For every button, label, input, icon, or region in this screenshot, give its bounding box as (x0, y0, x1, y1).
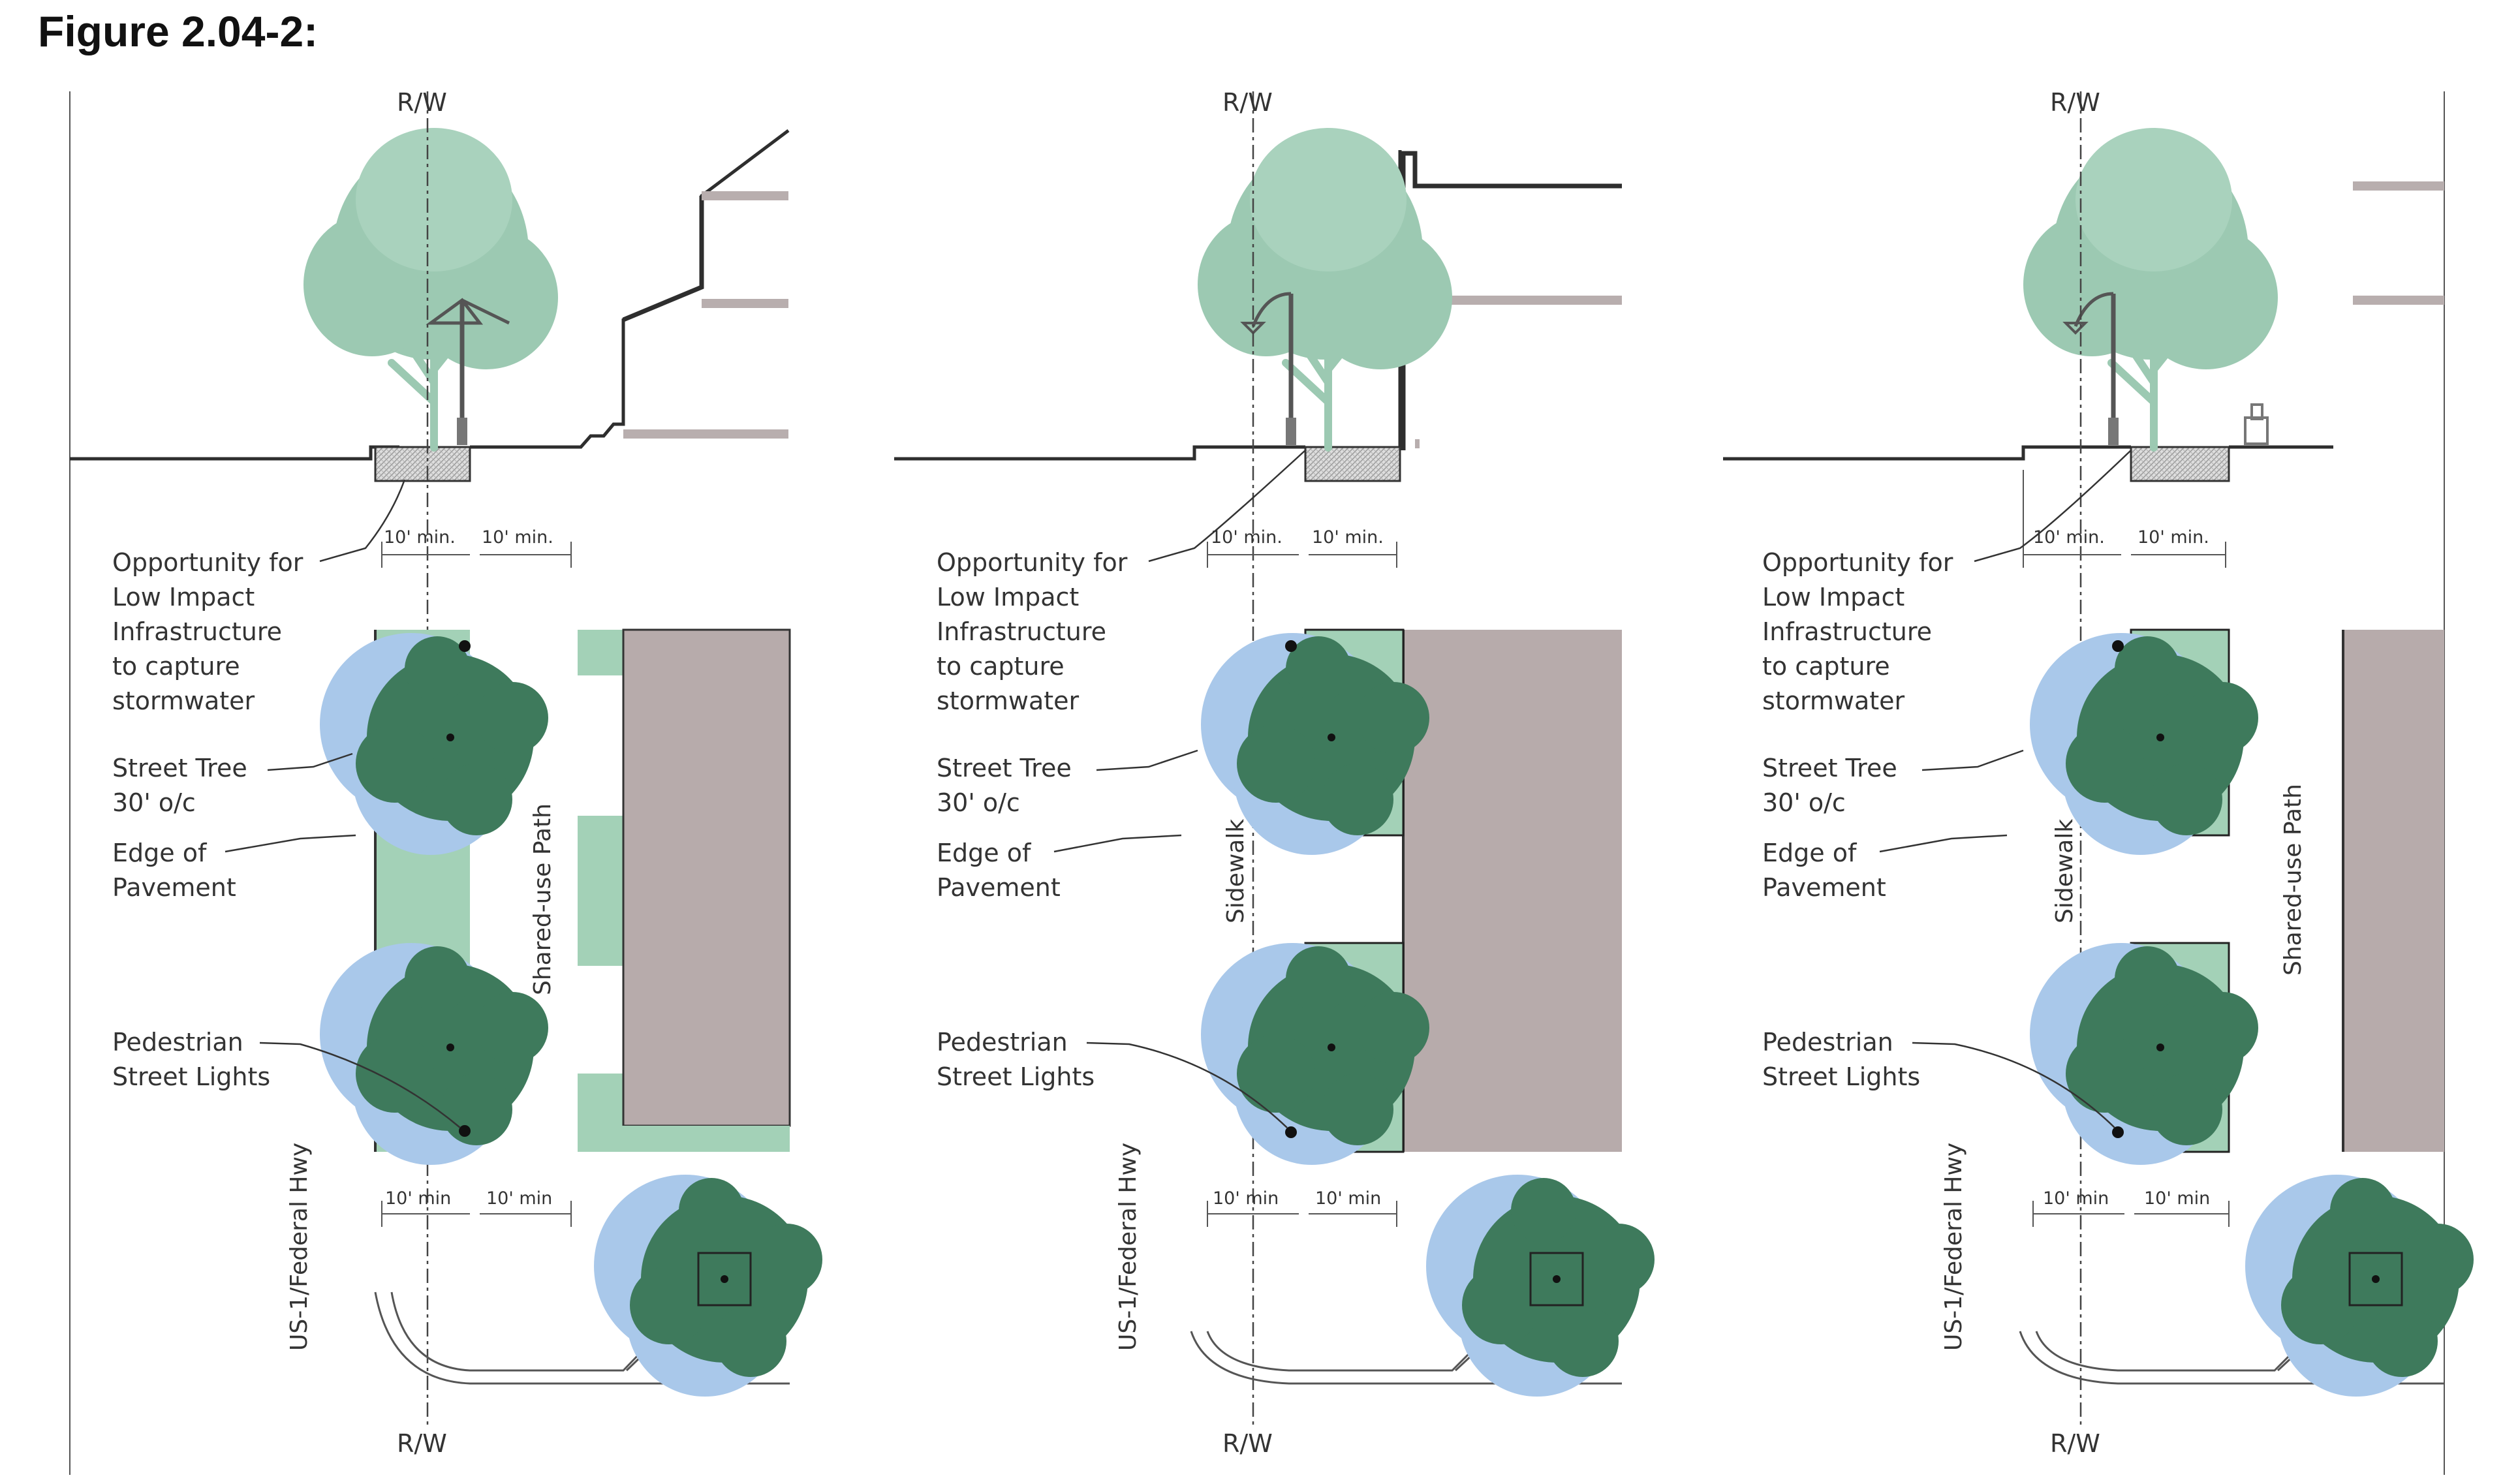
svg-text:Street Tree: Street Tree (1762, 754, 1897, 782)
rw-bottom-label: R/W (1222, 1429, 1273, 1458)
street-light-icon (2062, 292, 2119, 445)
svg-text:to capture: to capture (112, 652, 240, 681)
svg-text:30' o/c: 30' o/c (112, 788, 196, 817)
callout-lid: Opportunity for Low Impact Infrastructur… (1762, 450, 2132, 715)
plan-dim-1: 10' min (1213, 1188, 1279, 1209)
planter-box (2130, 446, 2230, 482)
callout-lid: Opportunity for Low Impact Infrastructur… (112, 479, 406, 715)
panel-2: R/W R/W 10' min. 10' min. Sidewalk 10' m… (894, 88, 1655, 1458)
section-dim-2: 10' min. (1312, 527, 1384, 548)
section-dim-1: 10' min. (2033, 527, 2105, 548)
road-label: US-1/Federal Hwy (1115, 1143, 1142, 1351)
planter-box (1304, 446, 1401, 482)
svg-text:Opportunity for: Opportunity for (112, 548, 303, 577)
callout-pedestrian-lights: Pedestrian Street Lights (1762, 1028, 2115, 1128)
bench-icon (2244, 403, 2269, 445)
svg-text:Low Impact: Low Impact (937, 583, 1079, 611)
building-footprint (1403, 630, 1622, 1152)
panel-3: R/W R/W 10' min. 10' min. Sidewalk Share… (1723, 88, 2474, 1475)
svg-text:Pavement: Pavement (1762, 873, 1886, 902)
svg-text:Pavement: Pavement (937, 873, 1061, 902)
road-label: US-1/Federal Hwy (286, 1143, 313, 1351)
building-footprint (622, 628, 791, 1127)
svg-text:Street Lights: Street Lights (1762, 1062, 1920, 1091)
svg-text:Pedestrian: Pedestrian (1762, 1028, 1893, 1057)
svg-text:Street Tree: Street Tree (937, 754, 1072, 782)
svg-text:Infrastructure: Infrastructure (937, 617, 1106, 646)
shared-use-path-label: Shared-use Path (2280, 784, 2307, 976)
figure-title: Figure 2.04-2: (38, 7, 319, 55)
callout-street-tree: Street Tree 30' o/c (1762, 749, 2024, 817)
callout-edge-of-pavement: Edge of Pavement (1762, 834, 2008, 902)
svg-text:Edge of: Edge of (937, 839, 1032, 867)
svg-text:Low Impact: Low Impact (1762, 583, 1904, 611)
street-light-icon (426, 298, 510, 445)
street-light-icon (1285, 1126, 1297, 1138)
plan-dim-2: 10' min (1315, 1188, 1381, 1209)
svg-text:Infrastructure: Infrastructure (1762, 617, 1932, 646)
sidewalk-label: Sidewalk (1222, 819, 1249, 923)
plan-dim-1: 10' min (385, 1188, 451, 1209)
svg-text:stormwater: stormwater (1762, 687, 1905, 715)
street-light-icon (459, 640, 471, 652)
section-dim-2: 10' min. (2138, 527, 2209, 548)
callout-lid: Opportunity for Low Impact Infrastructur… (937, 450, 1306, 715)
street-tree-icon (320, 943, 548, 1165)
svg-text:Pedestrian: Pedestrian (112, 1028, 243, 1057)
svg-text:Pedestrian: Pedestrian (937, 1028, 1068, 1057)
svg-text:Opportunity for: Opportunity for (1762, 548, 1953, 577)
svg-text:Edge of: Edge of (112, 839, 208, 867)
callout-pedestrian-lights: Pedestrian Street Lights (112, 1028, 461, 1128)
plan-dim-2: 10' min (2144, 1188, 2210, 1209)
rw-bottom-label: R/W (2050, 1429, 2100, 1458)
svg-text:stormwater: stormwater (937, 687, 1080, 715)
tree-elevation-icon (303, 128, 558, 448)
svg-text:30' o/c: 30' o/c (1762, 788, 1846, 817)
svg-text:to capture: to capture (937, 652, 1065, 681)
corner-tree-icon (594, 1175, 822, 1397)
tree-elevation-icon (2023, 128, 2278, 448)
svg-text:Edge of: Edge of (1762, 839, 1858, 867)
svg-text:Pavement: Pavement (112, 873, 236, 902)
svg-text:30' o/c: 30' o/c (937, 788, 1020, 817)
svg-text:stormwater: stormwater (112, 687, 255, 715)
callout-edge-of-pavement: Edge of Pavement (112, 834, 356, 902)
section-dim-2: 10' min. (482, 527, 553, 548)
svg-text:Opportunity for: Opportunity for (937, 548, 1128, 577)
street-light-icon (459, 1125, 471, 1137)
street-light-icon (2112, 1126, 2124, 1138)
plan-dim-1: 10' min (2043, 1188, 2109, 1209)
rw-top-label: R/W (2050, 88, 2100, 117)
street-tree-icon (320, 633, 548, 855)
svg-text:Street Lights: Street Lights (112, 1062, 270, 1091)
section-dim-1: 10' min. (384, 527, 456, 548)
rw-top-label: R/W (397, 88, 447, 117)
corner-tree-icon (2245, 1175, 2474, 1397)
section-dim-1: 10' min. (1211, 527, 1283, 548)
street-light-icon (2112, 640, 2124, 652)
sidewalk-label: Sidewalk (2051, 819, 2078, 923)
callout-edge-of-pavement: Edge of Pavement (937, 834, 1182, 902)
planter-box (374, 446, 471, 482)
street-light-icon (1240, 292, 1296, 445)
rw-top-label: R/W (1222, 88, 1273, 117)
svg-text:Street Lights: Street Lights (937, 1062, 1095, 1091)
svg-text:Infrastructure: Infrastructure (112, 617, 282, 646)
street-light-icon (1285, 640, 1297, 652)
plan-dim-2: 10' min (486, 1188, 552, 1209)
svg-text:to capture: to capture (1762, 652, 1890, 681)
road-label: US-1/Federal Hwy (1940, 1143, 1967, 1351)
panel-1: R/W R/W 10' min. 10' min. Shared-use Pat… (69, 88, 822, 1475)
callout-street-tree: Street Tree 30' o/c (937, 749, 1198, 817)
rw-bottom-label: R/W (397, 1429, 447, 1458)
callout-street-tree: Street Tree 30' o/c (112, 752, 353, 817)
svg-text:Low Impact: Low Impact (112, 583, 255, 611)
svg-text:Street Tree: Street Tree (112, 754, 247, 782)
building-footprint (2343, 630, 2444, 1152)
callout-pedestrian-lights: Pedestrian Street Lights (937, 1028, 1288, 1128)
shared-use-path-label: Shared-use Path (529, 803, 556, 995)
